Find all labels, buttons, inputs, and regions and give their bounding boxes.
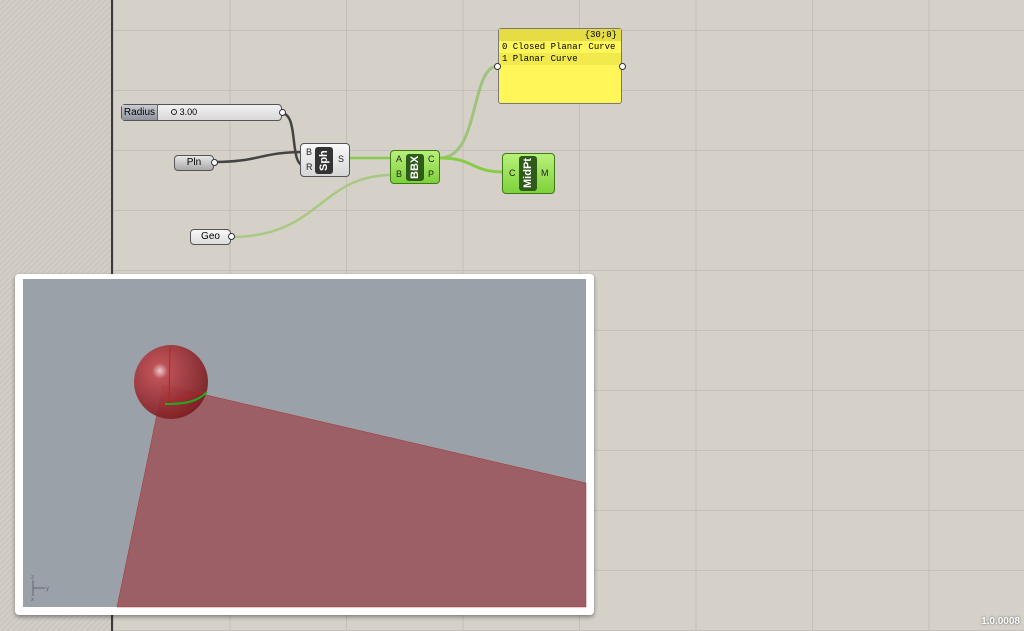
plane-param[interactable]: Pln: [174, 155, 218, 171]
output-p-label: P: [428, 169, 435, 179]
panel-path: {30;0}: [499, 29, 621, 41]
bbx-component[interactable]: A B BBX C P: [390, 150, 440, 184]
sphere-preview: [134, 345, 208, 419]
input-b-label: B: [306, 147, 313, 157]
wire-pln-sph: [213, 150, 306, 164]
selected-curve: [164, 391, 208, 405]
param-label: Pln: [186, 157, 202, 168]
geo-param[interactable]: Geo: [190, 229, 235, 245]
slider-grip-icon[interactable]: [170, 109, 177, 115]
panel-row: 0 Closed Planar Curve: [502, 42, 616, 52]
output-port[interactable]: [279, 109, 286, 116]
slider-label: Radius: [122, 105, 158, 120]
output-m-label: M: [541, 168, 549, 178]
axis-widget-icon: [32, 580, 45, 596]
output-port[interactable]: [228, 233, 235, 240]
radius-slider[interactable]: Radius 3.00: [121, 104, 286, 121]
sphere-component[interactable]: B R Sph S: [300, 143, 350, 177]
param-label: Geo: [201, 231, 220, 242]
input-r-label: R: [306, 162, 313, 172]
input-c-label: C: [509, 168, 516, 178]
input-port[interactable]: [494, 63, 501, 70]
input-a-label: A: [396, 154, 403, 164]
component-nickname: Sph: [315, 147, 333, 174]
panel-row: 1 Planar Curve: [499, 53, 621, 65]
planar-surface: [116, 384, 587, 608]
rhino-viewport[interactable]: z y x: [15, 274, 594, 615]
slider-value: 3.00: [179, 107, 198, 117]
axis-x-label: x: [31, 597, 34, 603]
text-panel[interactable]: {30;0} 0 Closed Planar Curve 1 Planar Cu…: [494, 28, 626, 104]
wire-geo-bbx: [230, 173, 393, 239]
axis-z-label: z: [31, 575, 34, 581]
input-b-label: B: [396, 169, 403, 179]
output-port[interactable]: [211, 159, 218, 166]
axis-y-label: y: [46, 586, 49, 592]
wire-bbx-midpt: [439, 156, 505, 174]
viewport-scene: z y x: [23, 279, 587, 608]
component-nickname: MidPt: [519, 156, 537, 191]
component-nickname: BBX: [406, 154, 424, 181]
output-port[interactable]: [619, 63, 626, 70]
midpt-component[interactable]: C MidPt M: [502, 153, 555, 194]
wire-bbx-panel: [439, 64, 499, 160]
output-c-label: C: [428, 154, 435, 164]
version-label: 1.0.0008: [981, 616, 1020, 627]
output-s-label: S: [338, 154, 345, 164]
